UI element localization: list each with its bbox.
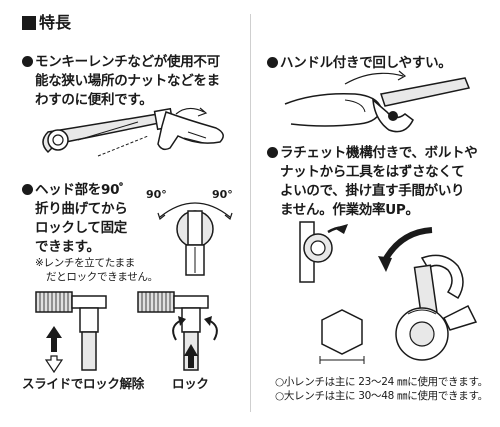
feature-4-text: ラチェット機構付きで、ボルトや ナットから工具をはずさなくて よいので、掛け直す…: [267, 144, 478, 220]
feature-1-text: モンキーレンチなどが使用不可 能な狭い場所のナットなどをま わすのに便利です。: [22, 53, 220, 110]
feature-3-text: ハンドル付きで回しやすい。: [267, 54, 452, 73]
narrow-space-wrench-illustration: [42, 107, 224, 157]
feature-2-line-2: 折り曲げてから: [35, 201, 128, 217]
bullet-icon: [22, 184, 33, 195]
feature-2-line-1: ヘッド部を90゜: [35, 182, 133, 198]
note-small-wrench: ○小レンチは主に 23～24 ㎜に使用できます。: [275, 376, 488, 388]
feature-2-text: ヘッド部を90゜ 折り曲げてから ロックして固定 できます。: [22, 181, 133, 257]
feature-1-line-3: わすのに便利です。: [35, 92, 153, 108]
feature-1-line-1: モンキーレンチなどが使用不可: [35, 54, 220, 70]
bullet-icon: [22, 56, 33, 67]
feature-2-line-4: できます。: [35, 239, 100, 255]
heading-text: 特長: [39, 13, 72, 32]
feature-3-line-1: ハンドル付きで回しやすい。: [280, 55, 452, 71]
feature-4-line-1: ラチェット機構付きで、ボルトや: [280, 145, 478, 161]
lock-mechanism-illustration: [35, 291, 218, 374]
bullet-icon: [267, 147, 278, 158]
head-fold-illustration: [157, 202, 233, 276]
square-bullet-icon: [22, 16, 36, 30]
feature-2-note: ※レンチを立てたまま だとロックできません。: [35, 256, 158, 284]
caption-lock: ロック: [172, 376, 209, 391]
feature-1-line-2: 能な狭い場所のナットなどをま: [35, 73, 220, 89]
section-heading: 特長: [22, 13, 71, 33]
angle-label-left: 90°: [146, 188, 167, 201]
angle-label-right: 90°: [212, 188, 233, 201]
column-divider: [250, 14, 251, 412]
feature-4-line-4: ません。作業効率UP。: [280, 202, 419, 218]
feature-2-note-line-1: ※レンチを立てたまま: [35, 257, 135, 269]
handle-grip-illustration: [284, 70, 471, 133]
feature-2-note-line-2: だとロックできません。: [46, 271, 158, 283]
feature-2-line-3: ロックして固定: [35, 220, 127, 236]
bullet-icon: [267, 57, 278, 68]
usage-notes: ○小レンチは主に 23～24 ㎜に使用できます。 ○大レンチは主に 30～48 …: [275, 375, 488, 403]
ratchet-mechanism-illustration: [299, 221, 478, 364]
feature-4-line-3: よいので、掛け直す手間がいり: [280, 183, 465, 199]
caption-unlock: スライドでロック解除: [22, 376, 145, 391]
feature-4-line-2: ナットから工具をはずさなくて: [280, 164, 465, 180]
note-large-wrench: ○大レンチは主に 30～48 ㎜に使用できます。: [275, 390, 488, 402]
